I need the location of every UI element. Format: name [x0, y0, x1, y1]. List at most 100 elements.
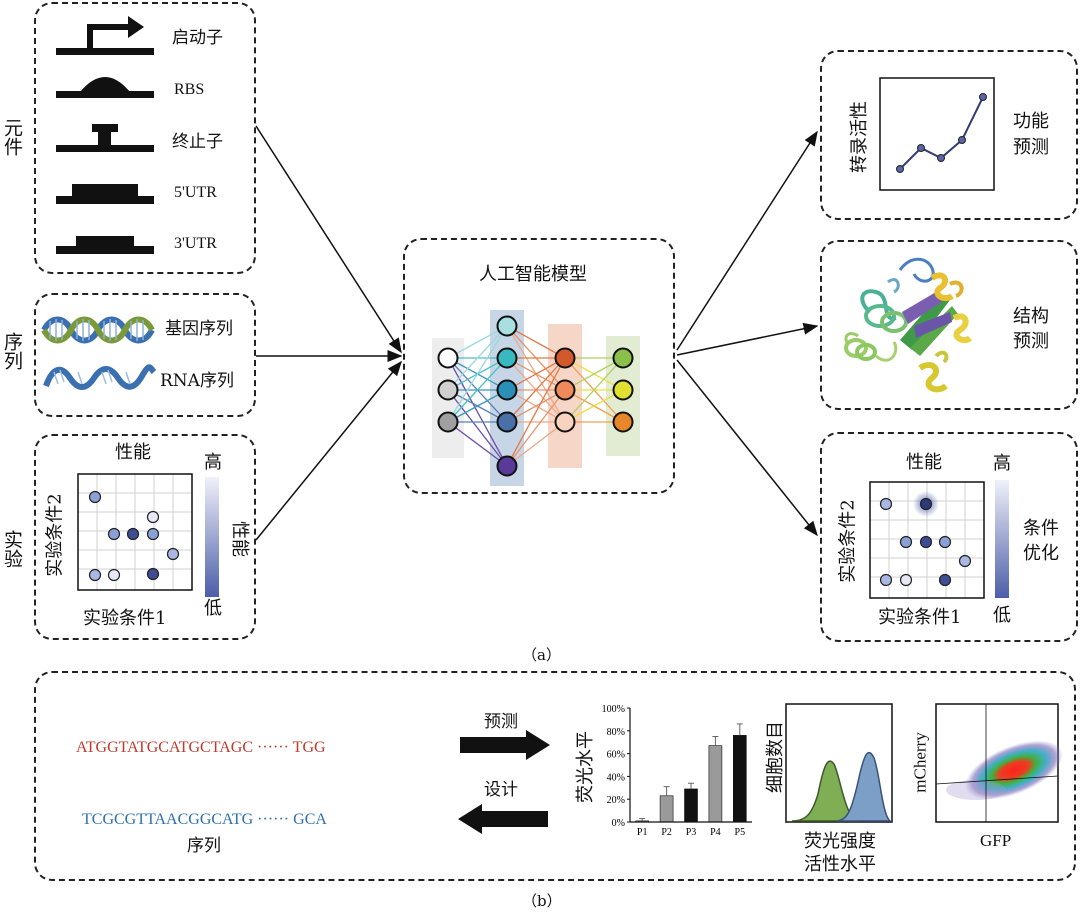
histogram-xlabel-line2: 活性水平 — [804, 854, 876, 875]
utr3-icon — [56, 236, 154, 254]
scatter-point — [938, 535, 952, 549]
neural-network-diagram — [432, 310, 640, 486]
colorbar-high-label: 高 — [204, 452, 222, 473]
scatter-point — [958, 554, 972, 568]
sequence-label-rna: RNA序列 — [160, 371, 234, 391]
optimization-plot-xlabel: 实验条件1 — [878, 607, 962, 628]
arrow-model-to-optimization — [676, 359, 818, 537]
nn-node — [496, 455, 518, 477]
element-label-terminator: 终止子 — [172, 132, 223, 152]
y-tick-label: 20% — [607, 795, 625, 806]
category-experiment-label: 实验 — [1, 530, 23, 568]
optimization-label-line1: 条件 — [1023, 518, 1059, 539]
nn-node — [496, 347, 518, 369]
histogram-xlabel-line1: 荧光强度 — [804, 831, 876, 852]
colorbar-low-label: 低 — [204, 598, 222, 619]
scatter-point — [146, 527, 160, 541]
activity-point — [917, 144, 925, 152]
scatter-point — [146, 567, 160, 581]
nn-node — [612, 347, 634, 369]
structure-prediction-box — [820, 240, 1078, 410]
elements-box — [34, 2, 256, 274]
opt-colorbar-high-label: 高 — [993, 453, 1011, 474]
promoter-icon — [56, 16, 154, 55]
nn-node — [496, 379, 518, 401]
ai-model-box — [403, 238, 675, 494]
bar-P2 — [659, 795, 674, 823]
element-label-3utr: 3'UTR — [174, 235, 217, 252]
histogram-ylabel: 细胞数目 — [765, 721, 786, 793]
flow-ylabel: mCherry — [910, 732, 930, 793]
arrow-elements-to-model — [255, 125, 402, 354]
predict-arrow-label: 预测 — [484, 712, 518, 732]
scatter-point — [879, 573, 893, 587]
y-tick-label: 60% — [607, 750, 625, 761]
function-prediction-box — [820, 50, 1078, 220]
nn-node — [496, 315, 518, 337]
arrow-model-to-function — [676, 130, 818, 351]
function-plot-ylabel: 转录活性 — [849, 101, 870, 173]
x-tick-label: P3 — [686, 827, 697, 838]
scatter-point — [88, 490, 102, 504]
optimization-plot-title: 性能 — [906, 452, 942, 473]
category-sequences-label: 序列 — [1, 332, 23, 370]
panel-b-caption: （b） — [522, 892, 562, 910]
bar-P3 — [684, 788, 698, 823]
y-tick-label: 0% — [612, 818, 625, 829]
element-label-5utr: 5'UTR — [174, 184, 217, 201]
colorbar — [205, 477, 219, 597]
ai-model-title: 人工智能模型 — [479, 264, 587, 285]
y-tick-label: 100% — [602, 704, 625, 715]
bar-P5 — [733, 735, 747, 823]
y-tick-label: 80% — [607, 727, 625, 738]
flow-xlabel: GFP — [980, 831, 1012, 850]
sequence-red: ATGGTATGCATGCTAGC ······ TGG — [76, 739, 326, 756]
predict-arrow-icon — [460, 730, 550, 760]
scatter-point — [88, 568, 102, 582]
scatter-point — [879, 497, 893, 511]
opt-colorbar — [995, 480, 1009, 598]
rbs-icon — [56, 77, 154, 98]
utr5-icon — [56, 184, 154, 204]
sequence-label: 序列 — [187, 836, 221, 856]
experiment-box — [34, 434, 256, 640]
terminator-icon — [56, 124, 154, 152]
sequence-label-gene: 基因序列 — [165, 319, 233, 339]
experiment-plot-xlabel: 实验条件1 — [83, 608, 167, 629]
condition-optimization-box — [820, 432, 1078, 642]
category-elements-label: 元件 — [1, 118, 23, 156]
nn-node — [437, 411, 459, 433]
scatter-point — [146, 510, 160, 524]
nn-node — [554, 379, 576, 401]
scatter-point — [107, 568, 121, 582]
function-label-line2: 预测 — [1013, 137, 1049, 158]
experiment-scatter-plot — [77, 473, 193, 591]
scatter-point — [126, 527, 140, 541]
nn-node — [437, 347, 459, 369]
scatter-point — [166, 547, 180, 561]
protein-structure-icon — [844, 257, 973, 393]
nn-node — [612, 379, 634, 401]
optimization-scatter-plot — [869, 481, 985, 599]
nn-node — [437, 379, 459, 401]
x-tick-label: P5 — [735, 827, 746, 838]
design-arrow-icon — [458, 804, 548, 834]
sequence-blue: TCGCGTTAACGGCATG ······ GCA — [82, 811, 327, 828]
activity-point — [937, 154, 945, 162]
bar-P4 — [708, 745, 723, 823]
nn-node — [496, 411, 518, 433]
activity-point — [896, 165, 904, 173]
arrow-model-to-structure — [676, 322, 819, 356]
scatter-point — [938, 573, 952, 587]
nn-node — [612, 411, 634, 433]
nn-node — [554, 347, 576, 369]
panel-b-box — [34, 671, 1076, 881]
x-tick-label: P4 — [710, 827, 721, 838]
scatter-point — [919, 535, 933, 549]
structure-label-line1: 结构 — [1013, 306, 1049, 327]
scatter-point — [919, 497, 933, 511]
scatter-point — [899, 573, 913, 587]
structure-label-line2: 预测 — [1013, 331, 1049, 352]
x-tick-label: P1 — [637, 827, 648, 838]
